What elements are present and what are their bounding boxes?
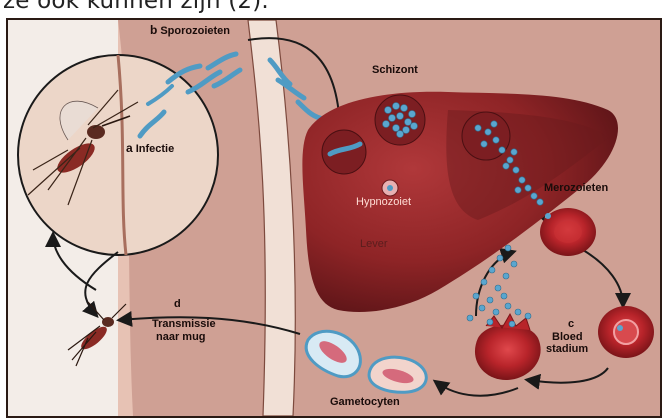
magnified-bite-circle <box>18 55 218 255</box>
malaria-life-cycle-diagram: bSporozoieten aInfectie Schizont Hypnozo… <box>6 18 662 418</box>
diagram-artwork <box>8 20 660 416</box>
sporozoites-text: Sporozoieten <box>160 25 230 37</box>
blood-stage-line1: Bloed <box>552 331 583 343</box>
merozoites-label: Merozoieten <box>544 182 608 194</box>
transmission-line1: Transmissie <box>152 318 216 330</box>
gametocytes-label: Gametocyten <box>330 396 400 408</box>
transmission-line2: naar mug <box>156 331 206 343</box>
infection-text: Infectie <box>136 143 175 155</box>
blood-stage-line2: stadium <box>546 343 588 355</box>
sporozoites-code: b <box>150 23 157 37</box>
sporozoites-label: bSporozoieten <box>150 24 230 37</box>
transmission-code: d <box>174 298 181 310</box>
liver-label: Lever <box>360 238 388 250</box>
hypnozoite-label: Hypnozoiet <box>356 196 411 208</box>
infection-label: aInfectie <box>126 142 174 155</box>
schizont-label: Schizont <box>372 64 418 76</box>
blood-stage-code: c <box>568 318 574 330</box>
infection-code: a <box>126 141 133 155</box>
caption-text: ze ook kunnen zijn (2). <box>3 0 269 14</box>
